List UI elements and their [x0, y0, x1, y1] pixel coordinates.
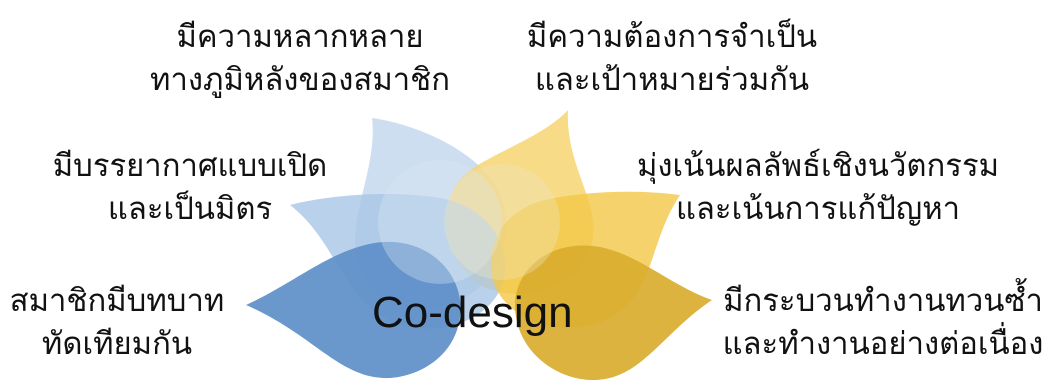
label-line: มีความหลากหลาย	[176, 19, 424, 55]
label-line: มุ่งเน้นผลลัพธ์เชิงนวัตกรรม	[636, 148, 1000, 184]
label-top-left: มีความหลากหลาย ทางภูมิหลังของสมาชิก	[140, 16, 460, 102]
overlap-highlight-left	[378, 160, 502, 284]
label-line: และเป็นมิตร	[107, 191, 273, 227]
label-mid-right: มุ่งเน้นผลลัพธ์เชิงนวัตกรรม และเน้นการแก…	[628, 145, 1008, 231]
label-top-right: มีความต้องการจำเป็น และเป้าหมายร่วมกัน	[512, 16, 832, 102]
petal-bottom-left	[246, 241, 461, 379]
label-bottom-left: สมาชิกมีบทบาท ทัดเทียมกัน	[4, 280, 230, 366]
label-line: มีความต้องการจำเป็น	[526, 19, 818, 55]
center-label: Co-design	[372, 288, 573, 337]
label-line: และเน้นการแก้ปัญหา	[675, 191, 961, 227]
label-line: ทางภูมิหลังของสมาชิก	[150, 62, 450, 98]
label-line: ทัดเทียมกัน	[41, 326, 193, 362]
label-line: และทำงานอย่างต่อเนื่อง	[722, 326, 1044, 362]
petal-bottom-right	[515, 245, 712, 381]
label-line: สมาชิกมีบทบาท	[9, 283, 225, 319]
overlap-highlight-right	[444, 164, 560, 280]
label-line: มีกระบวนทำงานทวนซ้ำ	[723, 283, 1043, 319]
label-line: และเป้าหมายร่วมกัน	[534, 62, 810, 98]
label-mid-left: มีบรรยากาศแบบเปิด และเป็นมิตร	[40, 145, 340, 231]
label-line: มีบรรยากาศแบบเปิด	[52, 148, 328, 184]
label-bottom-right: มีกระบวนทำงานทวนซ้ำ และทำงานอย่างต่อเนื่…	[722, 280, 1044, 366]
